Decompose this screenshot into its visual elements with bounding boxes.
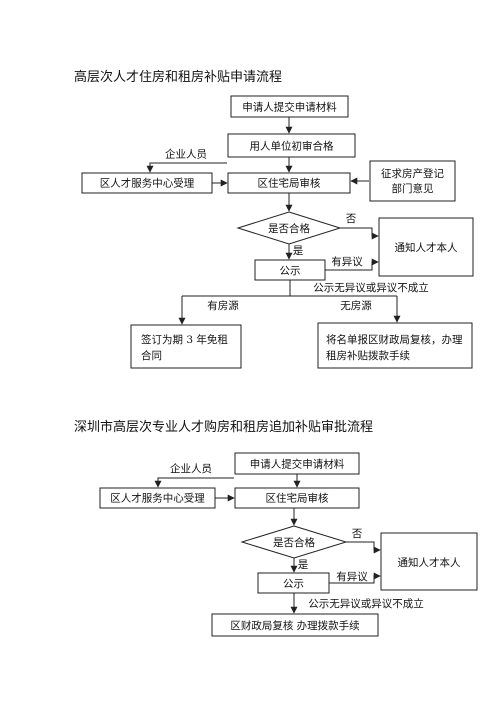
f2-publicity-text: 公示 (283, 578, 304, 590)
f1-has-housing-label: 有房源 (207, 299, 239, 312)
f1-finance-text-2: 租房补贴拨款手续 (326, 349, 410, 362)
f2-notify-box (380, 532, 478, 591)
f1-lease-text-1: 签订为期 3 年免租 (141, 333, 228, 346)
f2-talent-center-text: 区人才服务中心受理 (110, 492, 205, 505)
f1-finance-box (317, 322, 473, 369)
f1-notify-box (378, 217, 474, 277)
f1-property-box (369, 160, 456, 202)
f1-notify-text: 通知人才本人 (395, 241, 458, 254)
f2-housing-bureau-box (234, 487, 360, 509)
f1-no-housing-label: 无房源 (340, 299, 372, 312)
f2-finance-box (211, 613, 379, 637)
f1-property-text-2: 部门意见 (392, 182, 434, 195)
f2-objection-label: 有异议 (336, 570, 368, 583)
f2-housing-bureau-text: 区住宅局审核 (266, 492, 329, 505)
f2-no-label: 否 (352, 528, 363, 540)
f1-employer-text: 用人单位初审合格 (250, 140, 334, 153)
f1-publicity-text: 公示 (280, 265, 301, 277)
f2-no-objection-label: 公示无异议或异议不成立 (308, 597, 424, 610)
f1-talent-center-text: 区人才服务中心受理 (100, 177, 195, 190)
f1-objection-label: 有异议 (331, 255, 363, 268)
f1-employer-box (227, 133, 356, 158)
flow2-title: 深圳市高层次专业人才购房和租房追加补贴审批流程 (74, 420, 374, 435)
f1-yes-label: 是 (293, 245, 304, 257)
f2-finance-text: 区财政局复核 办理拨款手续 (230, 619, 360, 632)
f1-submit-text: 申请人提交申请材料 (242, 101, 337, 114)
f1-enterprise-label: 企业人员 (165, 148, 207, 161)
flow1-title: 高层次人才住房和租房补贴申请流程 (74, 70, 283, 85)
f2-enterprise-label: 企业人员 (170, 462, 212, 475)
f2-notify-text: 通知人才本人 (398, 556, 461, 569)
f1-lease-box (130, 324, 242, 369)
f1-lease-text-2: 合同 (141, 349, 162, 362)
f2-decision-text: 是否合格 (273, 536, 315, 549)
f1-housing-bureau-text: 区住宅局审核 (258, 177, 321, 190)
f1-property-text-1: 征求房产登记 (381, 167, 444, 180)
f1-no-objection-label: 公示无异议或异议不成立 (313, 281, 429, 294)
f1-decision-text: 是否合格 (268, 222, 310, 235)
f2-yes-label: 是 (298, 559, 309, 571)
f2-submit-text: 申请人提交申请材料 (250, 458, 345, 471)
f1-no-label: 否 (346, 213, 357, 225)
f1-finance-text-1: 将名单报区财政局复核，办理 (326, 333, 463, 346)
